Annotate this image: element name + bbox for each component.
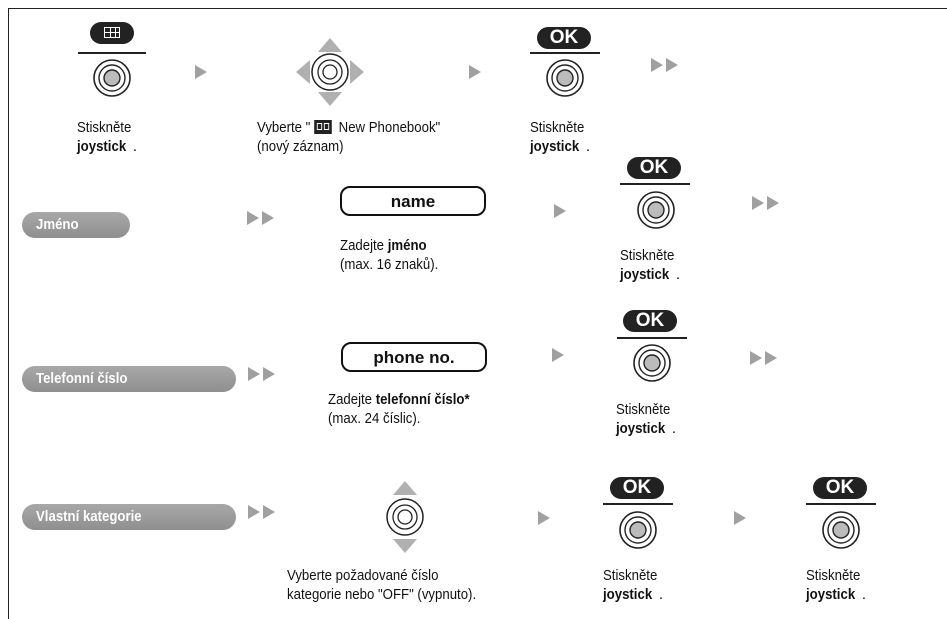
joystick-word: joystick xyxy=(620,266,670,283)
period: . xyxy=(675,266,681,283)
step-press-joystick-3: Stiskněte joystick. xyxy=(620,246,682,284)
phone-number-field: phone no. xyxy=(341,342,487,372)
press-text: Stiskněte xyxy=(603,567,658,584)
arrow-right-icon xyxy=(554,204,566,218)
phonebook-icon xyxy=(313,120,332,134)
name-description: Zadejte jméno (max. 16 znaků). xyxy=(340,236,452,274)
joystick-icon xyxy=(822,511,860,549)
label-text: Jméno xyxy=(36,216,79,233)
desc-line2: kategorie nebo "OFF" (vypnuto). xyxy=(287,586,477,603)
press-text: Stiskněte xyxy=(530,119,585,136)
joystick-icon xyxy=(619,511,657,549)
joystick-icon xyxy=(637,191,675,229)
period: . xyxy=(658,586,664,603)
menu-key-icon xyxy=(90,22,134,44)
press-text: Stiskněte xyxy=(616,401,671,418)
ok-key-icon: OK xyxy=(610,477,664,499)
four-way-navigation-icon xyxy=(296,38,364,106)
joystick-word: joystick xyxy=(603,586,653,603)
joystick-icon xyxy=(633,344,671,382)
label-custom-category: Vlastní kategorie xyxy=(22,504,236,530)
arrow-right-icon xyxy=(469,65,481,79)
desc-a: Zadejte xyxy=(328,391,376,408)
joystick-icon xyxy=(546,59,584,97)
instruction-frame xyxy=(8,8,947,619)
arrow-right-icon xyxy=(195,65,207,79)
period: . xyxy=(585,138,591,155)
select-text-b: New Phonebook" xyxy=(335,119,441,136)
ok-key-icon: OK xyxy=(813,477,867,499)
step-press-joystick-4: Stiskněte joystick. xyxy=(616,400,678,438)
desc-line1: Vyberte požadované číslo xyxy=(287,567,439,584)
label-text: Telefonní číslo xyxy=(36,370,128,387)
step-press-joystick-1: Stiskněte joystick. xyxy=(77,118,139,156)
joystick-icon xyxy=(93,59,131,97)
step-press-joystick-5: Stiskněte joystick. xyxy=(603,566,665,604)
name-field: name xyxy=(340,186,486,216)
arrow-right-icon xyxy=(734,511,746,525)
ok-key-icon: OK xyxy=(623,310,677,332)
step-press-joystick-2: Stiskněte joystick. xyxy=(530,118,592,156)
joystick-word: joystick xyxy=(530,138,580,155)
joystick-word: joystick xyxy=(77,138,127,155)
period: . xyxy=(132,138,138,155)
label-name: Jméno xyxy=(22,212,130,238)
desc-bold: telefonní číslo* xyxy=(375,391,470,408)
select-text-line2: (nový záznam) xyxy=(257,138,344,155)
label-text: Vlastní kategorie xyxy=(36,508,142,525)
joystick-word: joystick xyxy=(806,586,856,603)
press-text: Stiskněte xyxy=(620,247,675,264)
arrow-right-icon xyxy=(538,511,550,525)
ok-key-icon: OK xyxy=(627,157,681,179)
step-press-joystick-6: Stiskněte joystick. xyxy=(806,566,868,604)
press-text: Stiskněte xyxy=(77,119,132,136)
period: . xyxy=(861,586,867,603)
press-text: Stiskněte xyxy=(806,567,861,584)
step-select-new-phonebook: Vyberte " New Phonebook" (nový záznam) xyxy=(257,118,465,156)
label-phone-number: Telefonní číslo xyxy=(22,366,236,392)
category-description: Vyberte požadované číslo kategorie nebo … xyxy=(287,566,502,604)
desc-bold: jméno xyxy=(387,237,427,254)
select-text-a: Vyberte " xyxy=(257,119,311,136)
period: . xyxy=(671,420,677,437)
joystick-word: joystick xyxy=(616,420,666,437)
up-down-navigation-icon xyxy=(386,481,424,553)
ok-key-icon: OK xyxy=(537,27,591,49)
phone-number-description: Zadejte telefonní číslo* (max. 24 číslic… xyxy=(328,390,489,428)
arrow-right-icon xyxy=(552,348,564,362)
desc-line2: (max. 16 znaků). xyxy=(340,256,439,273)
desc-a: Zadejte xyxy=(340,237,388,254)
desc-line2: (max. 24 číslic). xyxy=(328,410,421,427)
